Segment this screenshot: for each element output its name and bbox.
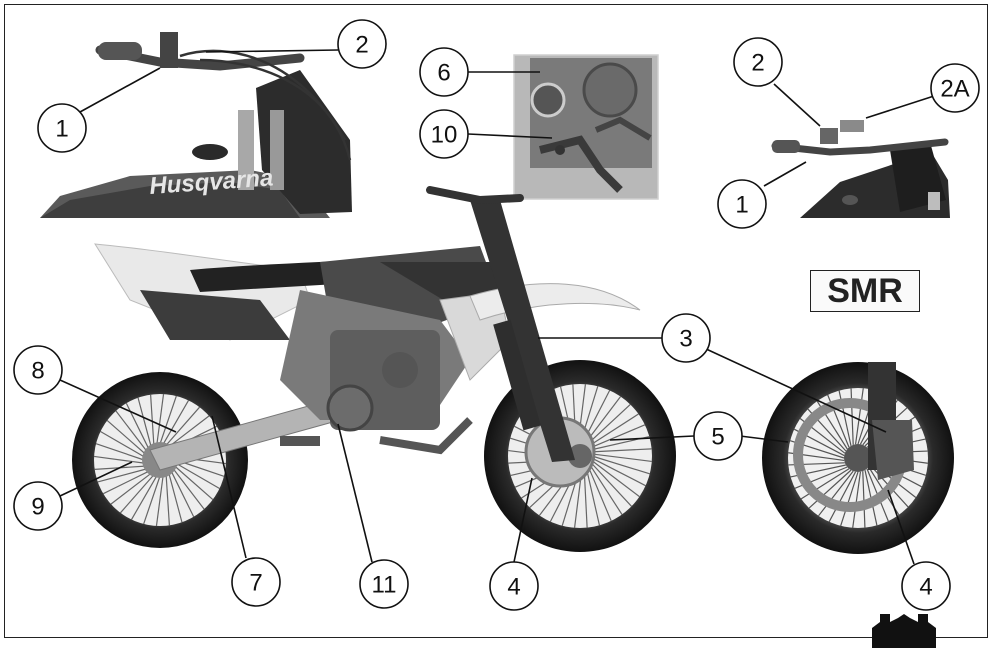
leader-lines — [59, 49, 935, 565]
wheel-spoke — [143, 475, 161, 525]
motorcycle-illustration — [72, 186, 676, 552]
wheel-spoke — [585, 466, 601, 526]
svg-text:8: 8 — [31, 358, 44, 385]
svg-text:2A: 2A — [940, 76, 969, 103]
smr-front-wheel — [762, 362, 954, 554]
wheel-spoke — [102, 470, 149, 495]
wheel-spoke — [106, 419, 146, 455]
wheel-spoke — [156, 394, 165, 445]
wheel-spoke — [95, 443, 145, 461]
svg-text:10: 10 — [431, 122, 458, 149]
callout-2A: 2A — [930, 63, 980, 113]
wheel-spoke — [119, 474, 155, 514]
wheel-spoke — [585, 404, 631, 447]
callout-1-smr: 1 — [717, 179, 767, 229]
wheel-spoke — [162, 400, 190, 445]
svg-text:11: 11 — [372, 572, 397, 599]
wheel-spoke — [155, 475, 164, 526]
wheel-spoke — [591, 457, 646, 487]
wheel-spoke — [150, 394, 155, 446]
wheel-spoke — [854, 388, 864, 445]
wheel-spoke — [168, 473, 183, 523]
wheel-spoke — [174, 465, 214, 501]
wheel-spoke — [159, 395, 177, 445]
callout-8: 8 — [13, 345, 63, 395]
wheel-spoke — [840, 471, 859, 527]
wheel-spoke — [130, 475, 158, 520]
svg-text:1: 1 — [55, 116, 68, 143]
wheel-spoke — [587, 464, 612, 522]
wheel-spoke — [862, 471, 866, 528]
svg-text:9: 9 — [31, 494, 44, 521]
wheel-spoke — [170, 471, 195, 518]
wheel-spoke — [588, 463, 623, 515]
wheel-spoke — [828, 471, 857, 523]
wheel-spoke — [591, 448, 652, 453]
wheel-spoke — [168, 415, 210, 448]
callout-2-smr: 2 — [733, 37, 783, 87]
wheel-spoke — [97, 468, 147, 483]
svg-text:3: 3 — [679, 326, 692, 353]
wheel-spoke — [587, 413, 639, 448]
svg-text:4: 4 — [507, 574, 520, 601]
wheel-spoke — [591, 453, 652, 463]
callout-4-smr: 4 — [901, 561, 951, 611]
svg-text:7: 7 — [249, 570, 262, 597]
svg-text:6: 6 — [437, 60, 450, 87]
wheel-spoke — [100, 430, 145, 458]
wheel-spoke — [852, 471, 862, 528]
callout-1-left: 1 — [37, 103, 87, 153]
svg-text:1: 1 — [735, 192, 748, 219]
wheel-spoke — [175, 462, 220, 490]
callout-6: 6 — [419, 47, 469, 97]
wheel-spoke — [590, 459, 640, 498]
handlebar-inset-left — [38, 22, 356, 220]
callout-11: 11 — [359, 559, 409, 609]
wheel-spoke — [591, 455, 650, 475]
wheel-spoke — [94, 455, 145, 464]
wheel-spoke — [808, 469, 852, 509]
wheel-spoke — [115, 410, 148, 452]
callout-4-main: 4 — [489, 561, 539, 611]
svg-text:2: 2 — [751, 50, 764, 77]
callout-10: 10 — [419, 109, 469, 159]
svg-text:5: 5 — [711, 424, 724, 451]
wheel-spoke — [818, 470, 854, 517]
callout-3: 3 — [661, 313, 711, 363]
smr-variant-label: SMR — [810, 270, 920, 312]
wheel-spoke — [589, 461, 632, 507]
crown-logo-icon — [872, 614, 936, 648]
wheel-spoke — [165, 474, 170, 526]
callout-9: 9 — [13, 481, 63, 531]
svg-text:4: 4 — [919, 574, 932, 601]
wheel-spoke — [172, 468, 205, 510]
wheel-spoke — [137, 397, 152, 447]
svg-text:2: 2 — [355, 32, 368, 59]
callout-7: 7 — [231, 557, 281, 607]
callout-5: 5 — [693, 411, 743, 461]
engine-inset — [513, 54, 659, 200]
wheel-spoke — [588, 424, 646, 449]
callout-2-left: 2 — [337, 19, 387, 69]
wheel-spoke — [165, 406, 201, 446]
wheel-spoke — [110, 472, 152, 505]
handlebar-inset-smr — [771, 120, 950, 218]
